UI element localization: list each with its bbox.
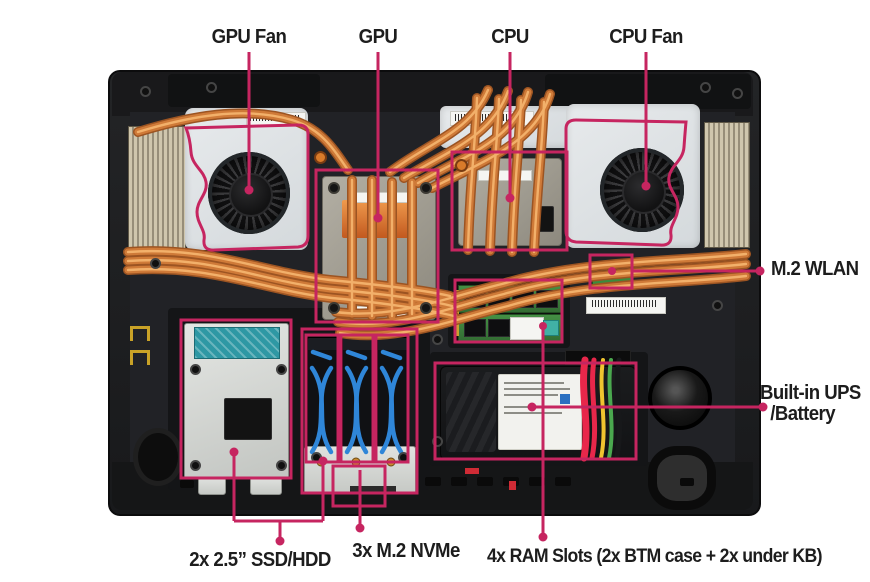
ram-chip — [512, 290, 534, 308]
cpu-label: CPU — [491, 26, 529, 48]
vent-slot — [529, 477, 545, 486]
cpu-fan-hub — [622, 170, 666, 214]
gpu-copper-block — [342, 200, 410, 238]
bay-foot — [198, 477, 226, 495]
screw — [712, 300, 723, 311]
right-speaker — [648, 366, 712, 430]
gpu-sticker — [352, 192, 408, 203]
gpu-bolt — [420, 302, 432, 314]
bay-screw — [190, 460, 201, 471]
ram-chip — [464, 319, 486, 337]
screw — [432, 436, 443, 447]
rubber-grommet — [314, 151, 327, 164]
bay-screw — [276, 364, 287, 375]
right-exhaust-heatsink-fins — [704, 122, 750, 248]
vent-slot — [680, 478, 694, 486]
hinge-cover-left — [168, 74, 320, 107]
battery-pouch-cell — [446, 372, 496, 452]
battery-label-text — [504, 412, 562, 414]
ram-chip — [488, 319, 510, 337]
m2-nvme-label: 3x M.2 NVMe — [352, 540, 460, 562]
tray-slot — [350, 486, 396, 494]
screw — [150, 258, 161, 269]
gpu-sticker-2 — [356, 306, 406, 317]
battery-label-text: Built-in UPS /Battery — [760, 383, 861, 425]
gpu-fan-hub — [229, 173, 273, 217]
battery-label-line1: Built-in UPS — [760, 382, 861, 404]
ram-teal-chip — [543, 320, 559, 336]
board-sticker-barcode — [592, 300, 658, 307]
drive-bay-pcb — [194, 327, 280, 359]
nvme-label-dot — [355, 523, 365, 533]
screw — [432, 334, 443, 345]
battery-label-text — [504, 382, 564, 384]
bay-screw — [190, 364, 201, 375]
ram-label-dot — [538, 532, 548, 542]
cpu-fan-label: CPU Fan — [609, 26, 683, 48]
screw — [140, 86, 151, 97]
ram-slots-label: 4x RAM Slots (2x BTM case + 2x under KB) — [487, 546, 822, 567]
battery-label-text — [504, 394, 558, 396]
gpu-label: GPU — [358, 26, 398, 48]
vent-slot — [555, 477, 571, 486]
gpu-bolt — [420, 182, 432, 194]
nvme-ssd-2 — [342, 337, 373, 459]
ssd-hdd-label-dot — [275, 536, 285, 546]
red-accent — [465, 468, 479, 474]
side-port — [130, 326, 150, 341]
ssd-hdd-label: 2x 2.5” SSD/HDD — [189, 549, 331, 571]
red-accent — [509, 481, 516, 490]
rubber-grommet — [455, 159, 468, 172]
left-exhaust-heatsink-fins — [128, 126, 186, 252]
vent-slot — [477, 477, 493, 486]
vent-slot — [180, 480, 194, 488]
battery-logo-chip — [560, 394, 570, 404]
tray-screw — [398, 452, 409, 463]
gpu-bolt — [328, 182, 340, 194]
ram-gold-contacts — [456, 290, 459, 336]
nvme-ssd-3 — [377, 337, 408, 459]
hinge-cover-right — [545, 74, 751, 109]
bay-screw — [276, 460, 287, 471]
gpu-bolt — [328, 302, 340, 314]
battery-label-line2: /Battery — [770, 402, 836, 425]
left-speaker — [133, 428, 183, 486]
side-port — [130, 350, 150, 365]
m2-wlan-label: M.2 WLAN — [771, 258, 859, 280]
drive-label — [224, 398, 272, 440]
m2-wlan-card — [592, 276, 632, 289]
gpu-fan-barcode — [250, 115, 300, 121]
cpu-plate-notch — [536, 206, 554, 232]
screw — [206, 82, 217, 93]
screw — [732, 88, 743, 99]
battery-connector — [565, 350, 631, 365]
gpu-fan-label: GPU Fan — [211, 26, 287, 48]
vent-slot — [451, 477, 467, 486]
bay-foot — [250, 477, 282, 495]
cpu-sticker — [478, 170, 532, 181]
ram-chip — [536, 290, 558, 308]
ram-chip — [464, 290, 486, 308]
battery-label-text — [504, 388, 570, 390]
ram-label — [510, 317, 544, 340]
tray-screw — [311, 452, 322, 463]
ram-chip — [488, 290, 510, 308]
battery-label-text — [504, 406, 548, 408]
vent-slot — [425, 477, 441, 486]
screw — [700, 82, 711, 93]
cpu-fan-barcode — [455, 114, 527, 121]
nvme-ssd-1 — [307, 337, 338, 459]
